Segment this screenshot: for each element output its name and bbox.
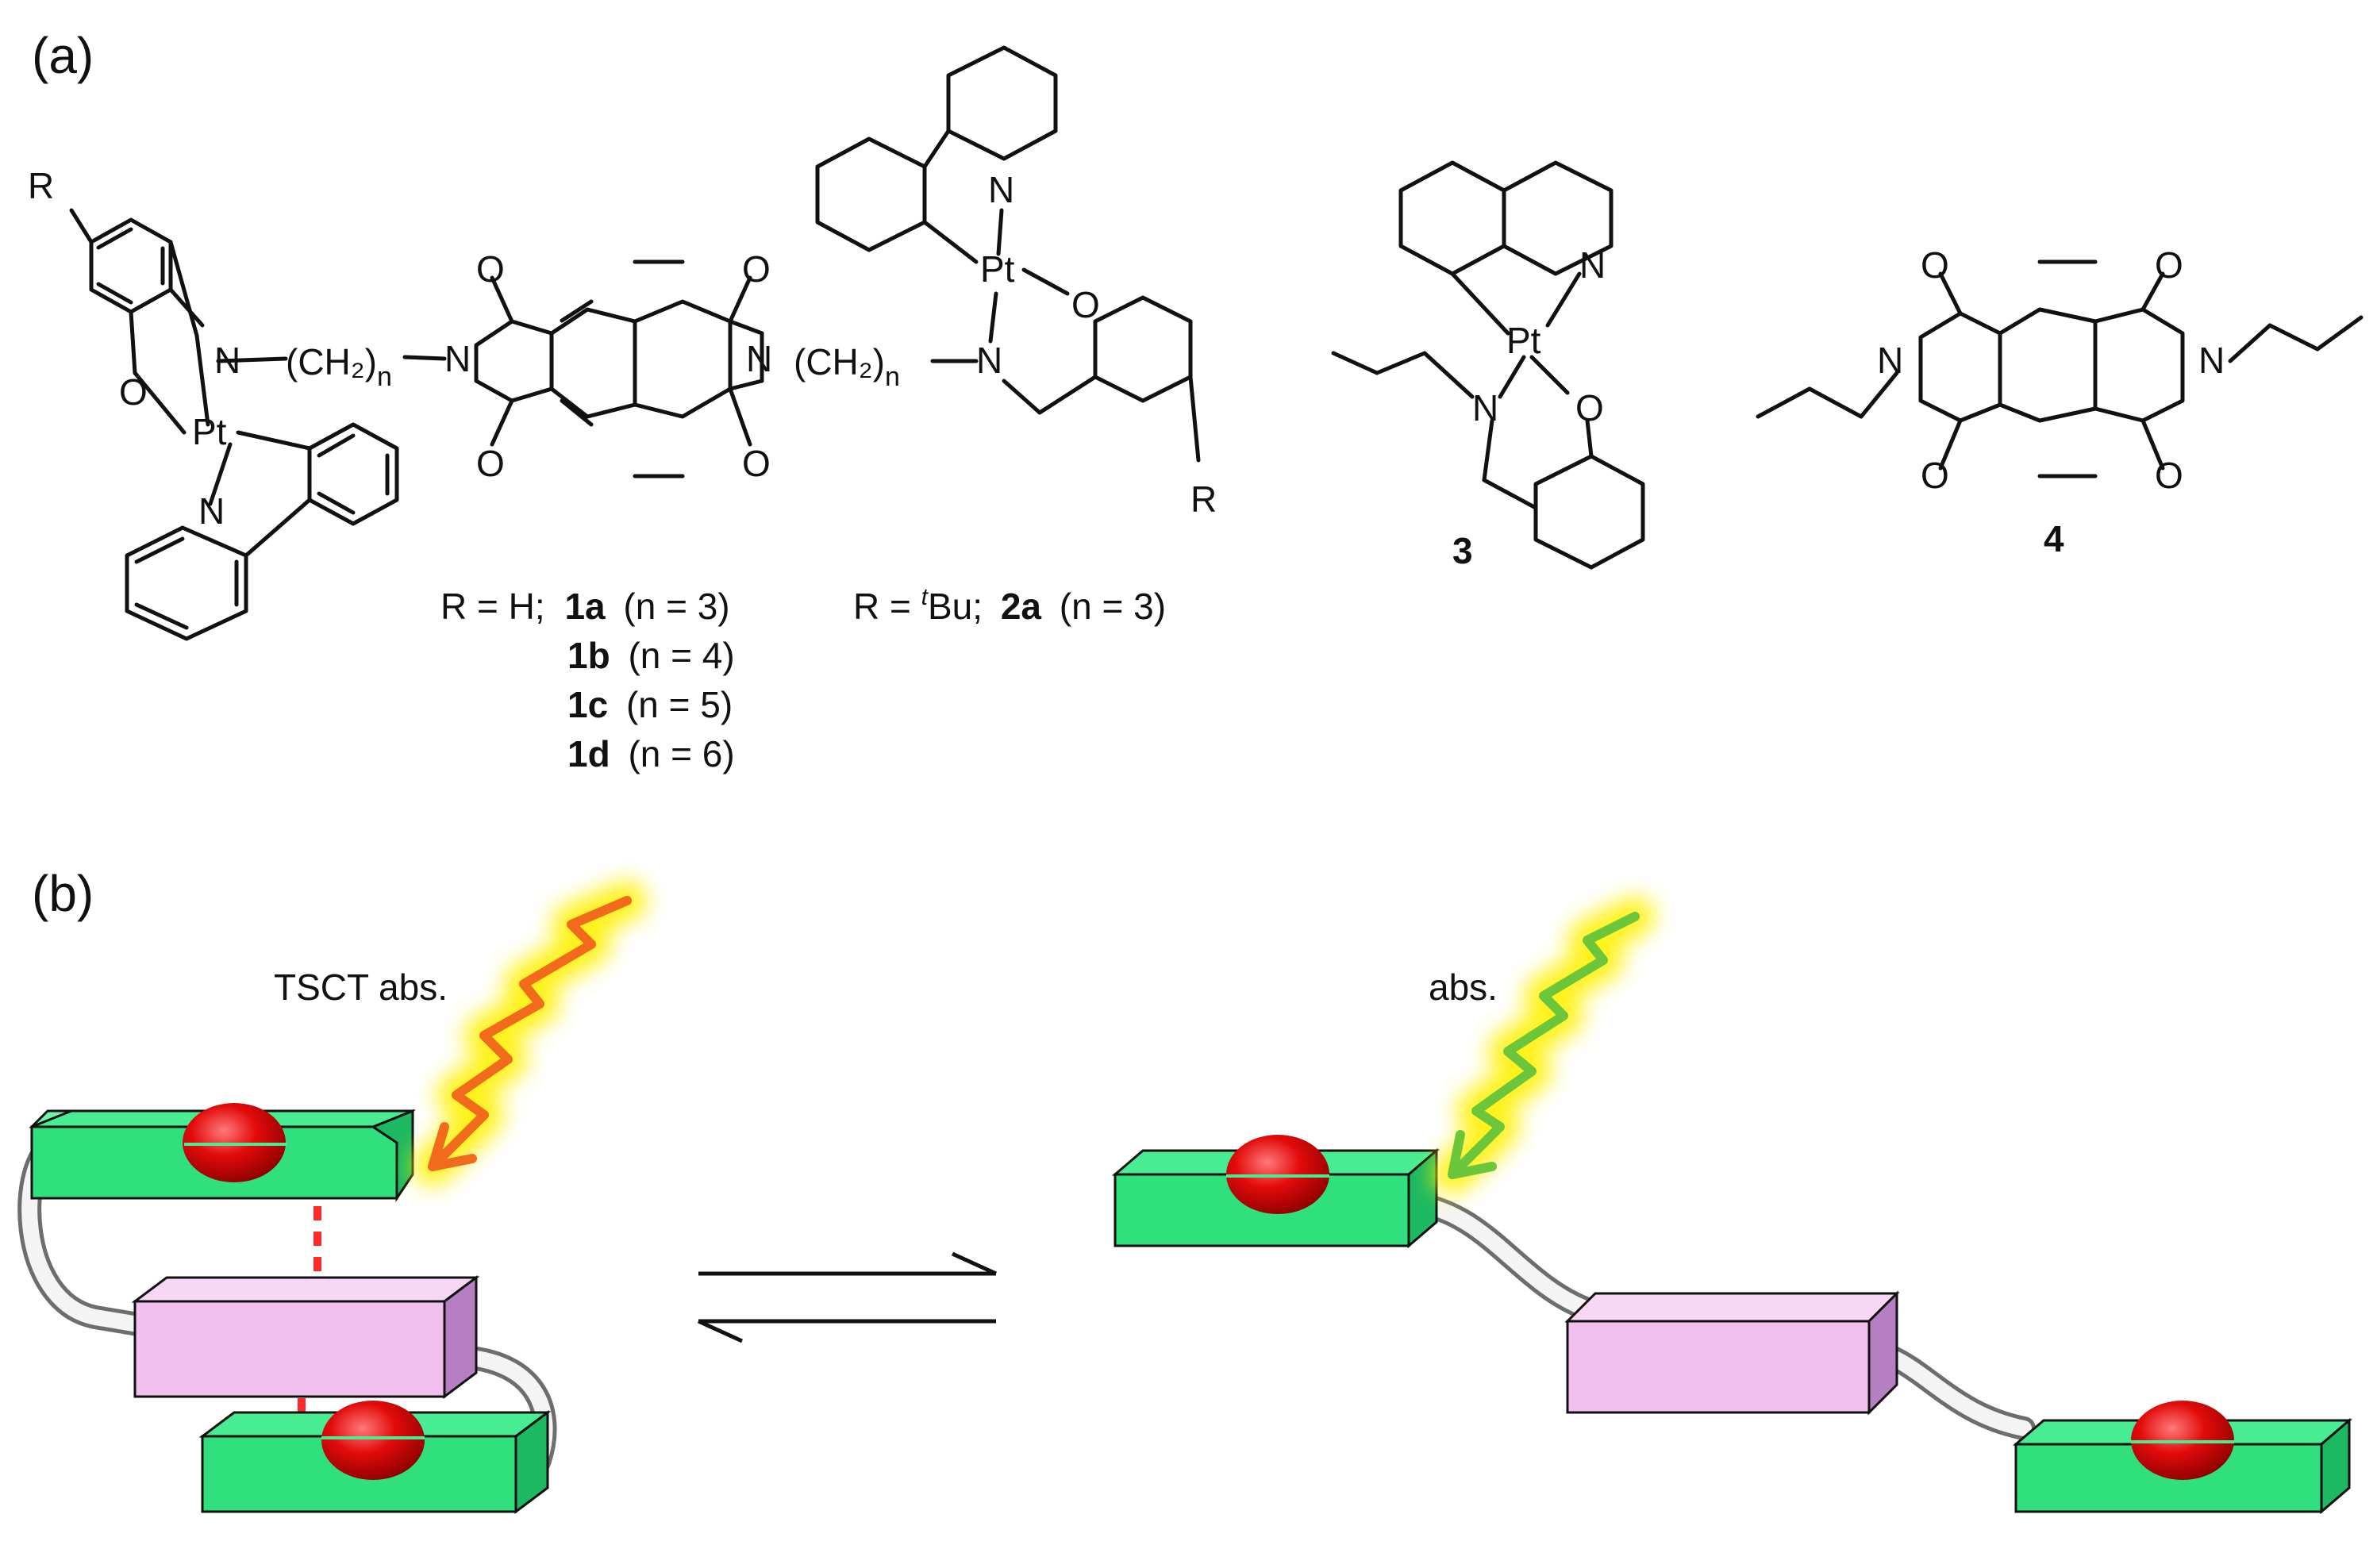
- compound-4-structure: N O O O O N 4: [1756, 244, 2364, 559]
- c3-platinum: Pt: [1506, 320, 1541, 361]
- pyridine-n-right: N: [988, 169, 1014, 210]
- ppy-pyridine-right: [946, 45, 1058, 161]
- linker-right: (CH₂)n: [794, 341, 900, 392]
- ppy-pyridine-left: [125, 525, 248, 641]
- pt-unit-ext-right: [2012, 1401, 2353, 1515]
- caption-1-row-1d: 1d (n = 6): [567, 733, 735, 774]
- linker-left: (CH₂)n: [286, 341, 392, 392]
- pt-dome-bottom: [321, 1401, 425, 1480]
- equilibrium-arrows: [697, 1251, 998, 1343]
- ndi-o-4: O: [742, 443, 771, 484]
- ppy-phenyl-right: [815, 136, 927, 252]
- ndi-box-folded: [131, 1275, 480, 1399]
- folded-conformer: TSCT abs.: [17, 881, 647, 1514]
- panel-b-label: (b): [32, 865, 94, 922]
- compound-3-structure: Pt N N O 3: [1331, 160, 1645, 571]
- c4-o-3: O: [2155, 244, 2183, 286]
- ndi-n-left: N: [444, 338, 471, 379]
- abs-label: abs.: [1429, 967, 1498, 1008]
- ppy-phenyl-left: [307, 422, 399, 526]
- c3-phenol: [1533, 454, 1645, 570]
- pt-unit-top: [29, 1103, 416, 1202]
- c3-imine-n: N: [1472, 387, 1498, 429]
- imine-n-left: N: [214, 340, 240, 381]
- ndi-box-extended: [1564, 1290, 1900, 1416]
- caption-1-row-1b: 1b (n = 4): [567, 635, 735, 676]
- panel-a-label: (a): [32, 27, 94, 84]
- ndi-o-3: O: [742, 248, 771, 290]
- pt-unit-ext-left: [1111, 1135, 1440, 1249]
- compound-1-left-pt-unit: R O N Pt N (CH₂)n: [28, 165, 399, 641]
- ndi-o-1: O: [476, 248, 505, 290]
- c4-n-left: N: [1877, 340, 1903, 381]
- oxygen-left: O: [119, 371, 148, 413]
- tsct-abs-label: TSCT abs.: [274, 967, 448, 1008]
- compound-1-ndi-core: N O O O O N (CH₂)n: [402, 248, 900, 484]
- oxygen-right: O: [1071, 284, 1100, 325]
- pt-unit-bottom: [198, 1401, 552, 1514]
- c3-pyridine-n: N: [1579, 244, 1606, 286]
- ndi-n-right: N: [746, 338, 772, 379]
- phenol-ring-left: [89, 217, 173, 314]
- caption-1-row-1c: 1c (n = 5): [567, 684, 733, 725]
- r-group-left: R: [28, 165, 54, 206]
- pyridine-n-left: N: [198, 490, 225, 532]
- extended-conformer: abs.: [1111, 897, 2353, 1515]
- caption-2a: R = tBu; 2a (n = 3): [853, 584, 1166, 627]
- imine-n-right: N: [976, 340, 1002, 381]
- compound-1-right-pt-unit: N Pt O N R: [815, 45, 1217, 520]
- compound-3-label: 3: [1452, 530, 1473, 571]
- r-group-right: R: [1190, 478, 1217, 520]
- c4-n-right: N: [2198, 340, 2225, 381]
- c3-phenyl: [1398, 160, 1506, 276]
- phenol-ring-right: [1093, 295, 1193, 403]
- ndi-o-2: O: [476, 443, 505, 484]
- c4-o-1: O: [1921, 244, 1949, 286]
- c4-o-2: O: [1921, 455, 1949, 496]
- c4-o-4: O: [2155, 455, 2183, 496]
- c3-pyridine: [1502, 160, 1614, 276]
- tsct-light-wave: [413, 881, 647, 1186]
- platinum-left: Pt: [192, 411, 227, 452]
- c3-oxygen: O: [1575, 387, 1604, 429]
- abs-light-wave: [1433, 897, 1655, 1194]
- caption-1-row-1a: R = H; 1a (n = 3): [440, 586, 730, 627]
- compound-4-label: 4: [2044, 518, 2064, 559]
